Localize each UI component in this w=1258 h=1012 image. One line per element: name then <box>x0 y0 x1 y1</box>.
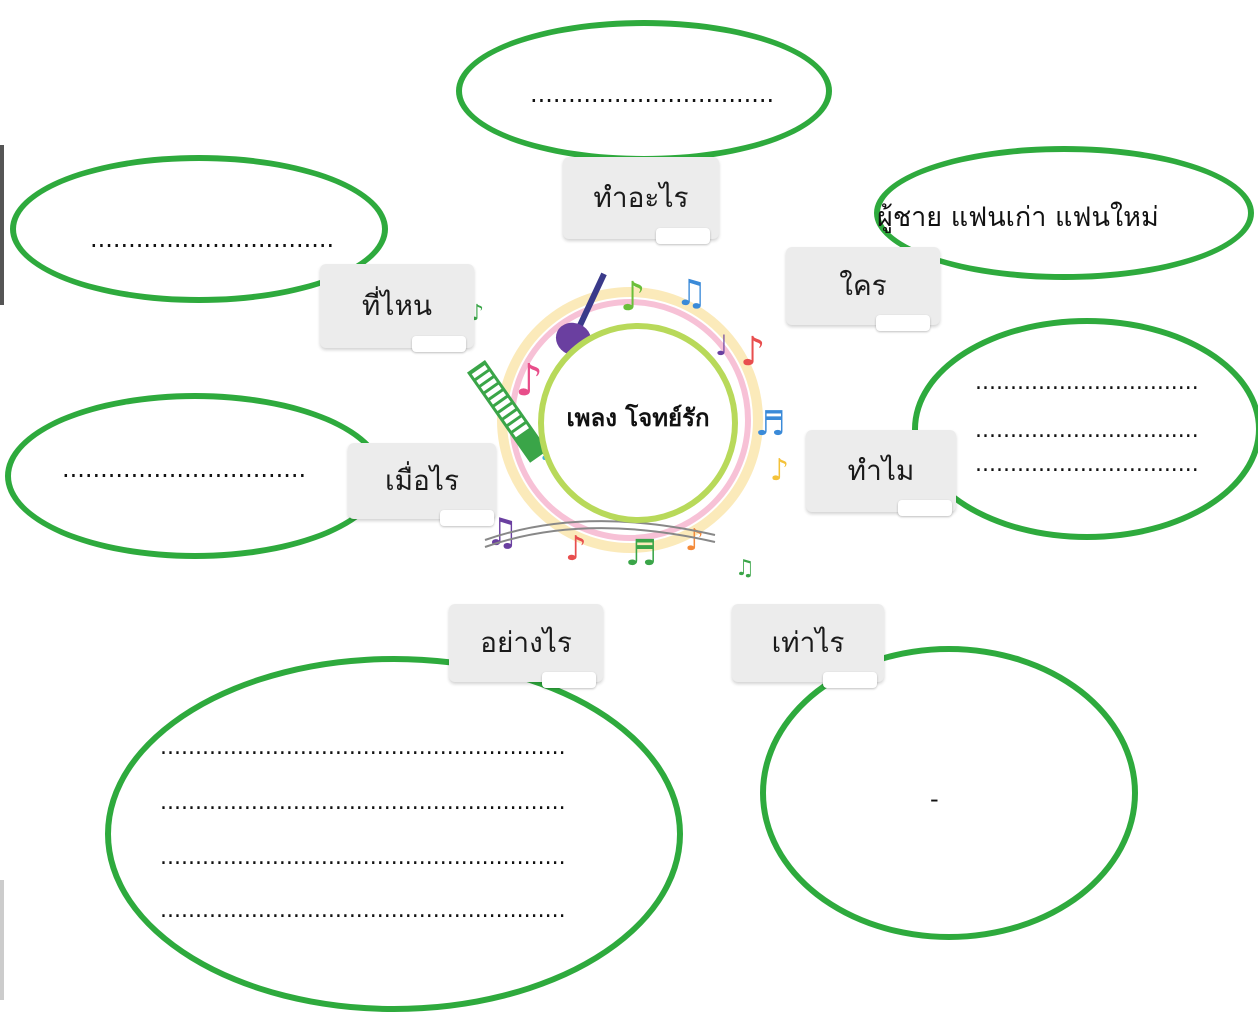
question-where: ที่ไหน <box>320 264 474 348</box>
center-circle <box>538 323 738 523</box>
box-tab <box>656 228 710 244</box>
question-how: อย่างไร <box>449 604 603 682</box>
question-howmuch: เท่าไร <box>732 604 884 682</box>
box-tab <box>876 315 930 331</box>
answer-who: ผู้ชาย แฟนเก่า แฟนใหม่ <box>877 202 1159 233</box>
answer-why-line: ................................ <box>975 418 1199 443</box>
svg-text:♬: ♬ <box>625 533 657 574</box>
svg-text:♫: ♫ <box>735 556 755 581</box>
svg-text:♪: ♪ <box>770 453 789 488</box>
answer-howmuch: - <box>930 785 939 813</box>
answer-when: ................................ <box>62 455 307 483</box>
svg-text:♫: ♫ <box>675 273 707 314</box>
center-title: เพลง โจทย์รัก <box>566 404 710 432</box>
svg-text:♬: ♬ <box>755 404 785 444</box>
box-tab <box>898 500 952 516</box>
answer-how-line: ........................................… <box>160 790 566 815</box>
question-why: ทำไม <box>806 430 956 512</box>
answer-ellipse-when <box>5 393 385 559</box>
box-tab <box>542 672 596 688</box>
box-tab <box>823 672 877 688</box>
question-who: ใคร <box>786 247 940 325</box>
box-tab <box>440 510 494 526</box>
answer-how-line: ........................................… <box>160 735 566 760</box>
answer-how-line: ........................................… <box>160 845 566 870</box>
svg-text:♪: ♪ <box>620 274 646 320</box>
answer-why-line: ................................ <box>975 452 1199 477</box>
answer-how-line: ........................................… <box>160 898 566 923</box>
page-edge-mark <box>0 145 4 305</box>
question-when: เมื่อไร <box>348 443 496 519</box>
box-tab <box>412 336 466 352</box>
page-edge-mark <box>0 880 4 1000</box>
svg-text:♪: ♪ <box>515 355 543 406</box>
answer-where: ................................ <box>90 225 335 253</box>
svg-text:♪: ♪ <box>565 529 587 569</box>
answer-ellipse-howmuch <box>760 646 1138 940</box>
svg-text:♪: ♪ <box>685 523 704 558</box>
question-what: ทำอะไร <box>563 157 719 239</box>
answer-ellipse-why <box>912 318 1258 540</box>
svg-text:♪: ♪ <box>740 329 766 375</box>
answer-ellipse-how <box>105 656 683 1012</box>
answer-why-line: ................................ <box>975 370 1199 395</box>
svg-text:♩: ♩ <box>715 329 728 362</box>
answer-what: ................................ <box>530 80 775 108</box>
